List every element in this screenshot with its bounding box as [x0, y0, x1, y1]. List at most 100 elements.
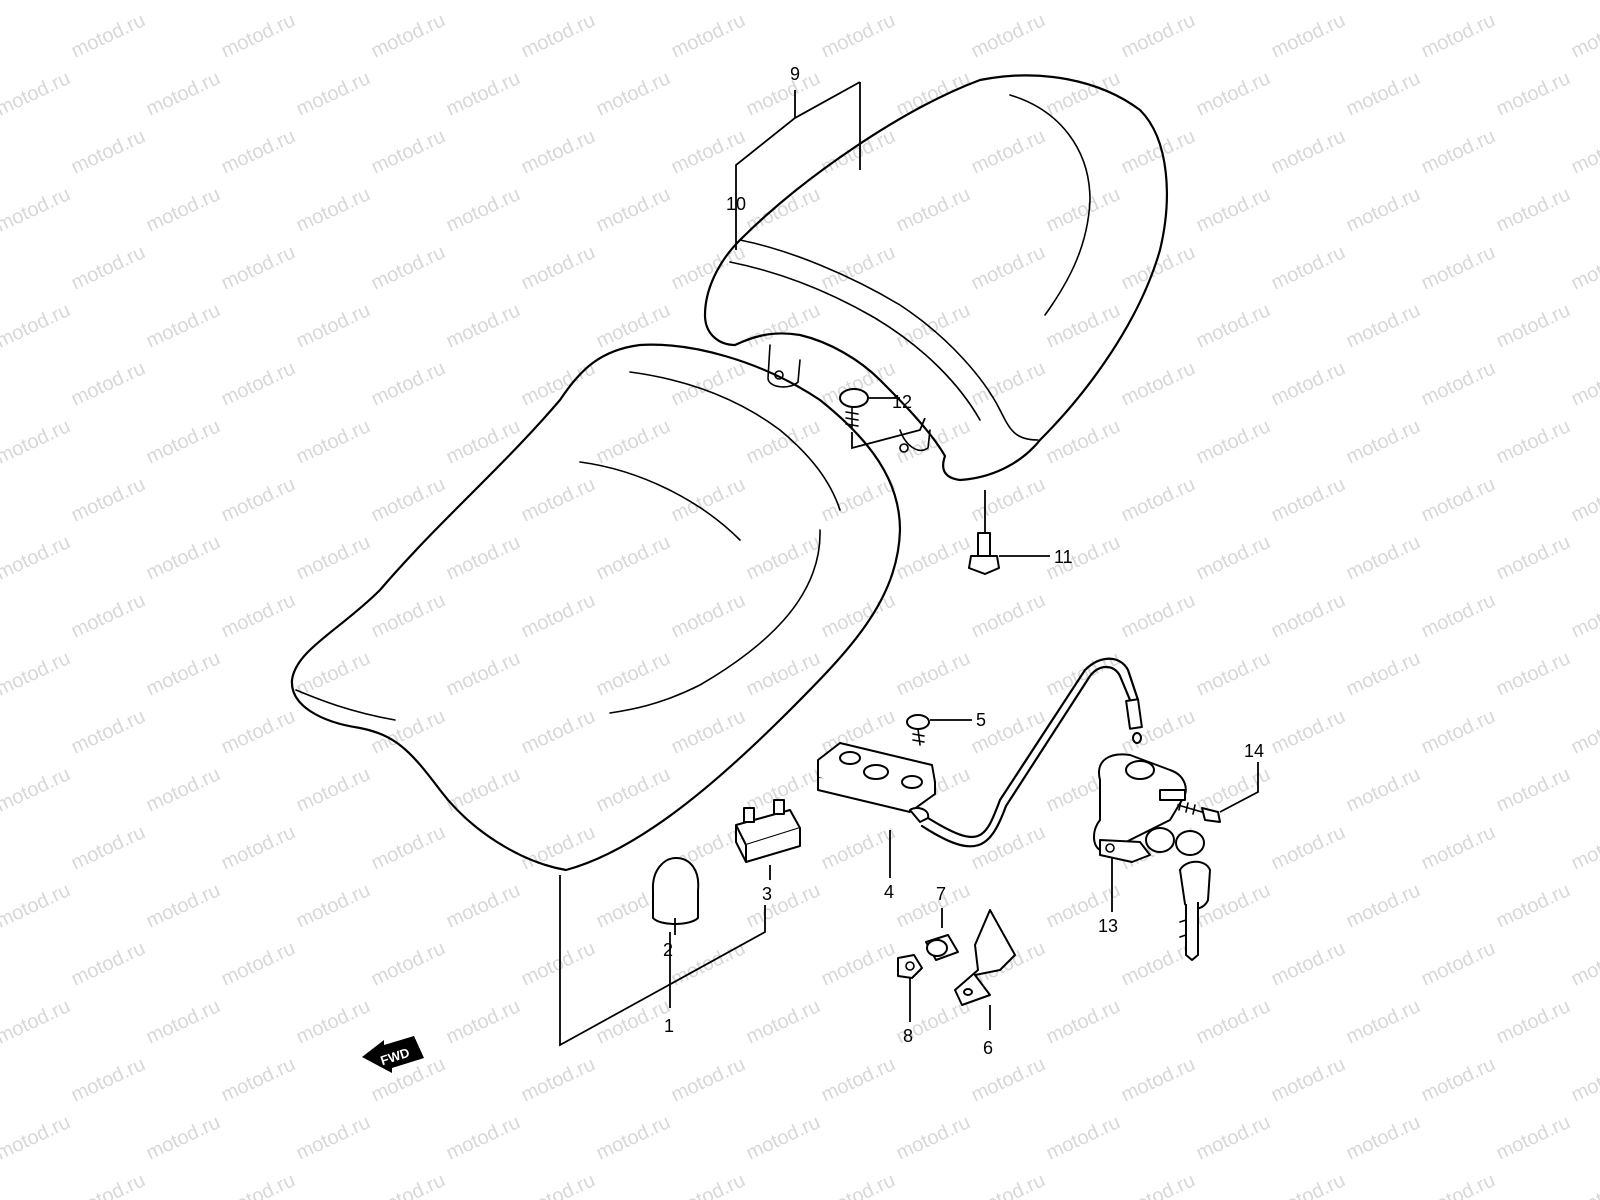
watermark-text: motod.ru [1418, 589, 1499, 642]
watermark-text: motod.ru [893, 0, 974, 5]
watermark-text: motod.ru [1193, 183, 1274, 236]
watermark-text: motod.ru [0, 0, 74, 5]
watermark-text: motod.ru [368, 1169, 449, 1200]
watermark-text: motod.ru [143, 415, 224, 468]
watermark-text: motod.ru [1268, 241, 1349, 294]
watermark-text: motod.ru [1418, 821, 1499, 874]
watermark-text: motod.ru [68, 937, 149, 990]
part-14-screw [1177, 762, 1259, 823]
watermark-text: motod.ru [1493, 531, 1574, 584]
watermark-text: motod.ru [743, 299, 824, 352]
watermark-text: motod.ru [1493, 183, 1574, 236]
watermark-text: motod.ru [68, 705, 149, 758]
watermark-text: motod.ru [668, 589, 749, 642]
watermark-text: motod.ru [1343, 1111, 1424, 1164]
watermark-text: motod.ru [1493, 0, 1574, 5]
watermark-text: motod.ru [218, 1169, 299, 1200]
watermark-text: motod.ru [818, 1053, 899, 1106]
watermark-text: motod.ru [1268, 589, 1349, 642]
watermark-text: motod.ru [1268, 1169, 1349, 1200]
watermark-text: motod.ru [293, 67, 374, 120]
watermark-text: motod.ru [218, 937, 299, 990]
watermark-text: motod.ru [368, 937, 449, 990]
callout-12: 12 [892, 392, 912, 412]
watermark-text: motod.ru [1268, 473, 1349, 526]
watermark-text: motod.ru [218, 241, 299, 294]
watermark-text: motod.ru [1118, 9, 1199, 62]
watermark-text: motod.ru [1193, 531, 1274, 584]
watermark-text: motod.ru [1418, 125, 1499, 178]
watermark-text: motod.ru [593, 183, 674, 236]
watermark-text: motod.ru [593, 995, 674, 1048]
watermark-text: motod.ru [668, 9, 749, 62]
watermark-text: motod.ru [893, 879, 974, 932]
watermark-text: motod.ru [293, 0, 374, 5]
watermark-text: motod.ru [443, 879, 524, 932]
callout-13: 13 [1098, 916, 1118, 936]
watermark-text: motod.ru [1568, 821, 1600, 874]
watermark-text: motod.ru [1418, 473, 1499, 526]
seat-lock-cable [920, 657, 1143, 848]
watermark-text: motod.ru [668, 705, 749, 758]
watermark-text: motod.ru [1343, 995, 1424, 1048]
watermark-text: motod.ru [1568, 1169, 1600, 1200]
watermark-text: motod.ru [443, 183, 524, 236]
watermark-text: motod.ru [1343, 763, 1424, 816]
watermark-text: motod.ru [1343, 647, 1424, 700]
watermark-text: motod.ru [518, 125, 599, 178]
watermark-text: motod.ru [593, 647, 674, 700]
callout-2: 2 [663, 940, 673, 960]
watermark-text: motod.ru [818, 821, 899, 874]
watermark-text: motod.ru [1118, 1053, 1199, 1106]
forward-direction-arrow: FWD [362, 1036, 424, 1073]
watermark-text: motod.ru [518, 937, 599, 990]
watermark-text: motod.ru [368, 821, 449, 874]
watermark-text: motod.ru [293, 531, 374, 584]
watermark-text: motod.ru [143, 763, 224, 816]
watermark-text: motod.ru [1343, 299, 1424, 352]
watermark-text: motod.ru [0, 415, 74, 468]
watermark-text: motod.ru [1343, 183, 1424, 236]
watermark-text: motod.ru [68, 241, 149, 294]
watermark-text: motod.ru [1268, 1053, 1349, 1106]
watermark-text: motod.ru [518, 9, 599, 62]
watermark-text: motod.ru [1118, 357, 1199, 410]
watermark-text: motod.ru [443, 531, 524, 584]
watermark-text: motod.ru [443, 1111, 524, 1164]
watermark-text: motod.ru [1268, 821, 1349, 874]
watermark-text: motod.ru [1193, 1111, 1274, 1164]
watermark-text: motod.ru [293, 183, 374, 236]
watermark-text: motod.ru [68, 9, 149, 62]
watermark-text: motod.ru [0, 647, 74, 700]
part-12-screw [839, 388, 926, 450]
watermark-text: motod.ru [218, 357, 299, 410]
watermark-text: motod.ru [1343, 415, 1424, 468]
watermark-text: motod.ru [743, 879, 824, 932]
watermark-text: motod.ru [968, 821, 1049, 874]
watermark-text: motod.ru [218, 473, 299, 526]
watermark-text: motod.ru [1493, 67, 1574, 120]
watermark-text: motod.ru [818, 241, 899, 294]
watermark-text: motod.ru [593, 415, 674, 468]
watermark-text: motod.ru [893, 531, 974, 584]
watermark-text: motod.ru [68, 357, 149, 410]
watermark-text: motod.ru [1118, 473, 1199, 526]
watermark-text: motod.ru [518, 241, 599, 294]
watermark-text: motod.ru [518, 589, 599, 642]
watermark-text: motod.ru [1193, 299, 1274, 352]
watermark-text: motod.ru [293, 995, 374, 1048]
watermark-text: motod.ru [593, 0, 674, 5]
watermark-text: motod.ru [1118, 125, 1199, 178]
watermark-text: motod.ru [968, 125, 1049, 178]
part-5-screw [906, 714, 972, 746]
watermark-text: motod.ru [668, 1169, 749, 1200]
watermark-text: motod.ru [1568, 357, 1600, 410]
watermark-text: motod.ru [218, 705, 299, 758]
watermark-text: motod.ru [968, 357, 1049, 410]
watermark-text: motod.ru [1043, 0, 1124, 5]
watermark-text: motod.ru [968, 241, 1049, 294]
watermark-text: motod.ru [1418, 1053, 1499, 1106]
watermark-text: motod.ru [1193, 995, 1274, 1048]
watermark-text: motod.ru [818, 1169, 899, 1200]
watermark-text: motod.ru [518, 705, 599, 758]
